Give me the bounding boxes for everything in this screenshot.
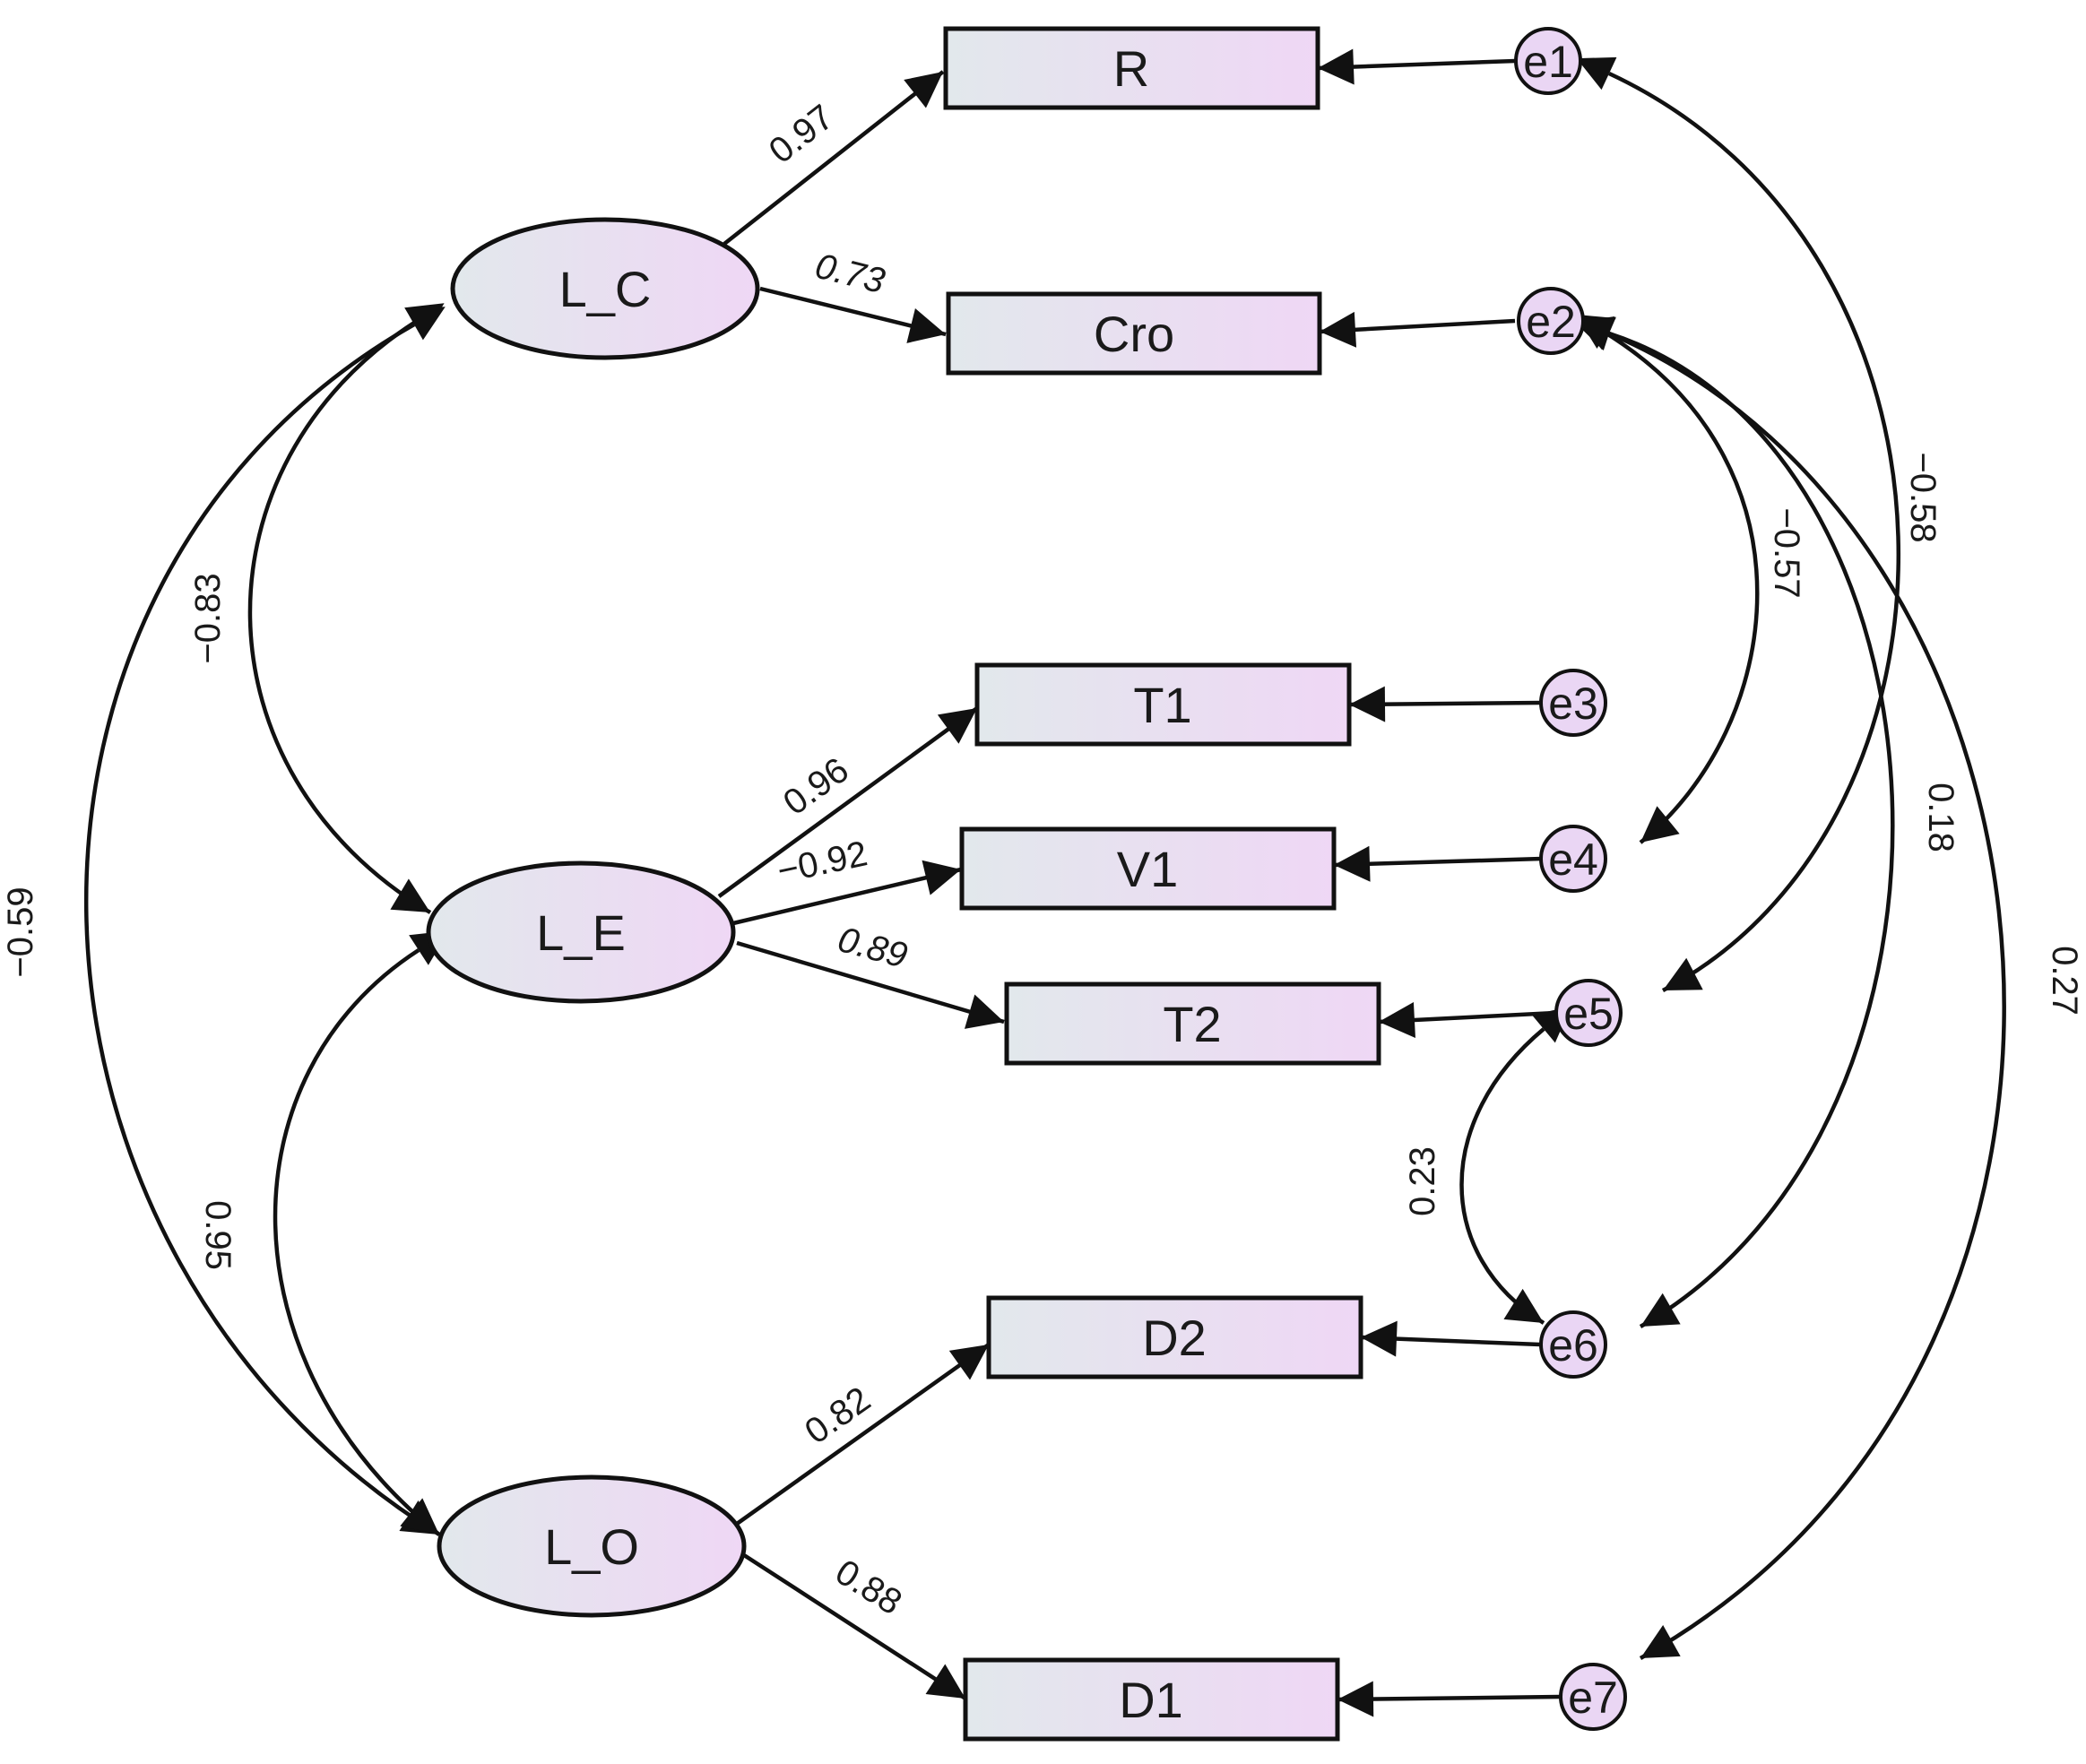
observed-node-t1 bbox=[974, 662, 1352, 747]
error-path-e2-cro bbox=[1319, 311, 1516, 348]
latent-label-lo: L_O bbox=[544, 1518, 639, 1575]
observed-node-t2 bbox=[1004, 981, 1381, 1066]
error-node-e2 bbox=[1517, 287, 1585, 355]
error-path-e7-d1 bbox=[1337, 1681, 1561, 1717]
error-label-e1: e1 bbox=[1523, 37, 1573, 87]
observed-label-d2: D2 bbox=[1142, 1310, 1207, 1366]
observed-label-cro: Cro bbox=[1094, 306, 1174, 362]
error-label-e2: e2 bbox=[1526, 297, 1576, 347]
error-label-e4: e4 bbox=[1548, 834, 1598, 885]
coef-lc-lo: −0.59 bbox=[1, 886, 40, 977]
observed-label-d1: D1 bbox=[1119, 1672, 1183, 1728]
coef-e2-e4: −0.57 bbox=[1767, 507, 1806, 598]
covariance-lc-lo bbox=[84, 307, 446, 1536]
latent-node-lc bbox=[450, 217, 760, 360]
latent-label-lc: L_C bbox=[559, 261, 652, 317]
observed-label-t1: T1 bbox=[1133, 677, 1191, 733]
covariance-e2-e4 bbox=[1576, 314, 1760, 844]
observed-label-t2: T2 bbox=[1163, 996, 1221, 1052]
observed-node-d2 bbox=[986, 1295, 1363, 1379]
error-label-e6: e6 bbox=[1548, 1320, 1598, 1371]
coef-e2-e6: 0.18 bbox=[1921, 783, 1960, 852]
coef-lc-le: −0.83 bbox=[188, 573, 228, 663]
latent-node-le bbox=[426, 860, 736, 1004]
observed-node-d1 bbox=[963, 1657, 1340, 1742]
observed-node-r bbox=[943, 26, 1320, 110]
coef-lc-cro: 0.73 bbox=[811, 246, 888, 302]
coef-lo-d2: 0.82 bbox=[798, 1379, 878, 1452]
error-path-e3-t1 bbox=[1348, 686, 1543, 722]
error-path-e1-r bbox=[1317, 48, 1516, 85]
coef-le-v1: −0.92 bbox=[774, 834, 870, 891]
error-node-e3 bbox=[1539, 669, 1607, 737]
error-node-e7 bbox=[1559, 1663, 1627, 1731]
coef-le-t1: 0.96 bbox=[776, 750, 856, 823]
observed-node-cro bbox=[946, 291, 1322, 376]
observed-label-v1: V1 bbox=[1117, 841, 1179, 897]
error-node-e6 bbox=[1539, 1310, 1607, 1379]
loading-lo-d1 bbox=[742, 1553, 967, 1700]
error-node-e1 bbox=[1514, 27, 1582, 95]
covariance-lc-le bbox=[247, 303, 445, 914]
error-label-e3: e3 bbox=[1548, 679, 1598, 729]
error-path-e5-t2 bbox=[1378, 1001, 1556, 1038]
error-node-e5 bbox=[1554, 979, 1623, 1047]
error-label-e7: e7 bbox=[1568, 1673, 1618, 1723]
coef-lo-d1: 0.88 bbox=[828, 1552, 908, 1623]
covariance-le-lo bbox=[273, 930, 449, 1536]
coef-e5-e6: 0.23 bbox=[1403, 1146, 1442, 1216]
error-label-e5: e5 bbox=[1563, 989, 1614, 1039]
observed-node-v1 bbox=[959, 826, 1337, 911]
loading-le-t2 bbox=[736, 940, 1005, 1029]
observed-label-r: R bbox=[1113, 40, 1149, 97]
error-path-e4-v1 bbox=[1333, 845, 1543, 882]
error-node-e4 bbox=[1539, 825, 1607, 893]
loading-lc-cro bbox=[759, 286, 947, 343]
loading-le-v1 bbox=[732, 860, 962, 926]
loading-le-t1 bbox=[717, 706, 979, 898]
covariance-e2-e7 bbox=[1576, 316, 2006, 1660]
covariance-e1-e5 bbox=[1576, 56, 1901, 992]
error-path-e6-d2 bbox=[1360, 1320, 1541, 1357]
loading-lc-r bbox=[723, 70, 945, 246]
coef-le-t2: 0.89 bbox=[834, 920, 912, 976]
coef-e1-e5: −0.58 bbox=[1903, 452, 1943, 542]
coef-le-lo: 0.95 bbox=[198, 1200, 238, 1270]
loading-lo-d2 bbox=[735, 1343, 991, 1526]
coef-e2-e7: 0.27 bbox=[2045, 946, 2084, 1016]
covariance-e2-e6 bbox=[1574, 316, 1895, 1328]
covariance-e5-e6 bbox=[1459, 1006, 1571, 1325]
latent-label-le: L_E bbox=[536, 904, 626, 961]
latent-node-lo bbox=[437, 1474, 747, 1618]
